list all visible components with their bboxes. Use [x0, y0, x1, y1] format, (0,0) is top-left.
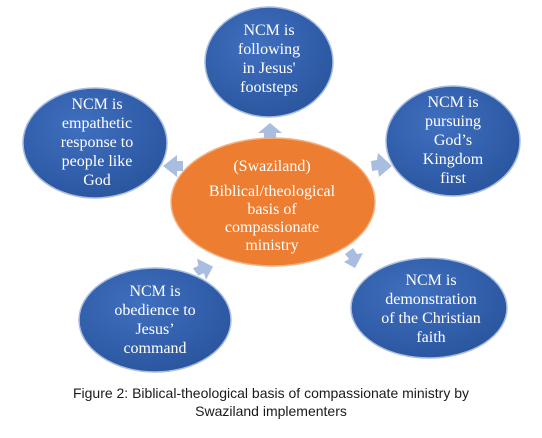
node-label-line: response to — [61, 134, 133, 151]
figure-caption: Figure 2: Biblical-theological basis of … — [0, 384, 542, 420]
node-label-line: of the Christian — [381, 310, 481, 327]
node-label-line: empathetic — [62, 115, 132, 132]
node-label-line: footsteps — [240, 79, 298, 96]
node-label-line: demonstration — [385, 291, 477, 308]
node-label-line: command — [123, 340, 186, 357]
center-label-line: ministry — [245, 237, 298, 254]
node-upper-left-ellipse — [22, 87, 168, 199]
node-label-line: pursuing — [425, 113, 481, 130]
node-label-line: NCM is — [405, 272, 456, 289]
node-label-line: Jesus’ — [135, 321, 174, 338]
node-label-line: NCM is — [427, 94, 478, 111]
node-upper-left-label: NCM is empathetic response to people lik… — [61, 96, 133, 189]
center-label-line: compassionate — [225, 219, 319, 236]
node-label-line: people like — [62, 153, 133, 170]
node-upper-right-label: NCM is pursuing God’s Kingdom first — [423, 94, 484, 187]
arrow-upper-right — [371, 153, 392, 177]
node-lower-left-ellipse — [78, 267, 232, 373]
arrow-upper-left — [163, 155, 183, 177]
center-label-line: Biblical/theological — [209, 183, 336, 200]
node-label-line: NCM is — [129, 283, 180, 300]
node-label-line: first — [440, 170, 466, 187]
node-lower-left-label: NCM is obedience to Jesus’ command — [114, 283, 195, 357]
caption-line-1: Figure 2: Biblical-theological basis of … — [72, 385, 470, 401]
arrow-top — [258, 123, 282, 139]
node-label-line: Kingdom — [423, 151, 484, 168]
node-lower-right-label: NCM is demonstration of the Christian fa… — [381, 272, 481, 346]
node-label-line: NCM is — [243, 22, 294, 39]
node-label-line: following — [238, 41, 300, 58]
node-top-ellipse — [204, 6, 334, 118]
node-label-line: in Jesus' — [242, 60, 295, 77]
center-ellipse — [170, 137, 376, 267]
arrow-lower-right — [344, 248, 363, 268]
node-label-line: NCM is — [71, 96, 122, 113]
diagram-canvas: (Swaziland) Biblical/theological basis o… — [22, 6, 521, 373]
node-label-line: obedience to — [114, 302, 195, 319]
center-label-line: basis of — [247, 201, 297, 218]
node-top-label: NCM is following in Jesus' footsteps — [238, 22, 300, 96]
center-label-line: (Swaziland) — [233, 158, 310, 175]
node-lower-right-ellipse — [350, 257, 508, 359]
arrow-lower-left — [192, 258, 214, 280]
center-label: (Swaziland) Biblical/theological basis o… — [209, 158, 336, 254]
node-upper-right-ellipse — [385, 85, 521, 197]
node-label-line: God’s — [434, 132, 472, 149]
node-label-line: God — [83, 172, 111, 189]
node-label-line: faith — [416, 329, 445, 346]
caption-line-2: Swaziland implementers — [195, 403, 347, 419]
